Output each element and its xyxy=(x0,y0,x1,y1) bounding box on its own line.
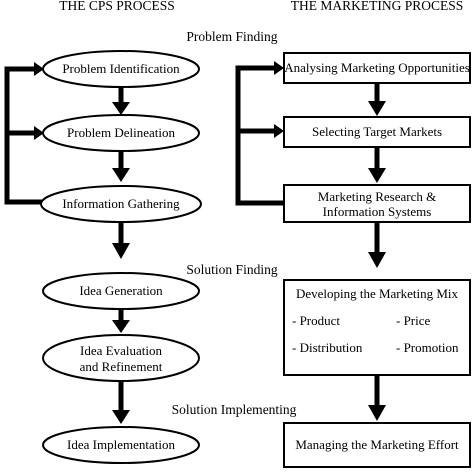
marketing-feedback-arrowhead-1 xyxy=(274,61,284,75)
cps-label-problem-identification: Problem Identification xyxy=(62,61,180,76)
marketing-feedback-loop xyxy=(235,65,283,206)
cps-label-problem-delineation: Problem Delineation xyxy=(67,125,175,140)
cps-label-idea-evaluation-1: Idea Evaluation xyxy=(80,343,162,358)
cps-feedback-arrowhead-2 xyxy=(34,126,44,140)
cps-label-idea-implementation: Idea Implementation xyxy=(67,437,175,452)
marketing-label-selecting: Selecting Target Markets xyxy=(312,124,442,139)
cps-feedback-arrowhead-1 xyxy=(34,62,44,76)
marketing-node-research xyxy=(283,184,471,223)
marketing-node-analysing xyxy=(283,52,471,84)
marketing-label-research-1: Marketing Research & xyxy=(318,189,436,204)
phase-problem-finding: Problem Finding xyxy=(186,29,277,44)
marketing-node-selecting xyxy=(283,116,471,148)
cps-label-idea-generation: Idea Generation xyxy=(79,283,163,298)
right-header: THE MARKETING PROCESS xyxy=(291,0,464,13)
marketing-label-managing: Managing the Marketing Effort xyxy=(295,437,459,452)
marketing-label-mix-distribution: - Distribution xyxy=(292,340,363,355)
marketing-node-managing xyxy=(283,422,471,468)
marketing-label-mix-product: - Product xyxy=(292,313,340,328)
cps-node-problem-delineation xyxy=(42,114,200,152)
marketing-label-mix-promotion: - Promotion xyxy=(396,340,459,355)
cps-node-idea-implementation xyxy=(42,426,200,464)
marketing-node-mix xyxy=(283,279,471,376)
cps-label-information-gathering: Information Gathering xyxy=(62,196,180,211)
marketing-label-analysing: Analysing Marketing Opportunities xyxy=(284,60,470,75)
phase-solution-finding: Solution Finding xyxy=(186,262,277,277)
phase-solution-implementing: Solution Implementing xyxy=(172,402,297,417)
cps-label-idea-evaluation-2: and Refinement xyxy=(80,359,163,374)
cps-node-information-gathering xyxy=(40,185,202,223)
cps-node-idea-generation xyxy=(42,272,200,310)
left-header: THE CPS PROCESS xyxy=(59,0,175,13)
marketing-feedback-arrowhead-2 xyxy=(274,124,284,138)
marketing-label-research-2: Information Systems xyxy=(323,204,432,219)
cps-node-problem-identification xyxy=(42,50,200,88)
cps-node-idea-evaluation xyxy=(42,334,200,382)
marketing-label-mix-title: Developing the Marketing Mix xyxy=(296,286,459,301)
marketing-label-mix-price: - Price xyxy=(396,313,431,328)
